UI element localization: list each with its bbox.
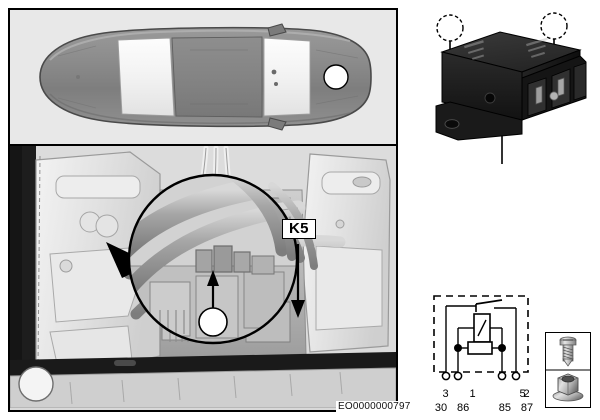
screw-head-body (559, 339, 577, 346)
right-fender-stamping-2 (315, 245, 383, 331)
bumper-ribs (69, 371, 343, 405)
headlamp-aim-marker (18, 366, 54, 402)
relay-terminal-stud (549, 91, 559, 101)
terminal-30: 30 (434, 402, 448, 414)
nut-icon (552, 373, 584, 402)
right-fender-stud (335, 219, 345, 229)
schematic-terminal-designation-row: 30 86 85 87 (430, 402, 538, 414)
pin-number-3: 2 (523, 388, 530, 400)
trunk-seam-top (57, 45, 97, 57)
fastener-illustration (546, 336, 590, 402)
door-handle-b (274, 82, 278, 86)
relay-cavity-3 (573, 62, 587, 101)
fender-fold-line (37, 155, 41, 367)
trunk-seam-bottom (57, 97, 97, 109)
relay-mounting-hole (444, 119, 460, 129)
component-callout-k5: K5 (282, 219, 316, 239)
engine-bay-illustration (10, 146, 396, 408)
fender-stud (59, 259, 73, 273)
mag-hose-3 (229, 175, 289, 257)
terminal-85: 85 (498, 402, 511, 414)
relay-blade-2 (557, 77, 565, 97)
terminal-86: 86 (457, 402, 470, 414)
pin-number-1: 3 (442, 388, 449, 400)
hood-seam-top (315, 49, 359, 59)
mag-connector-2 (233, 251, 251, 273)
windshield (263, 37, 311, 117)
fender-hole-2 (95, 214, 119, 238)
relay-front-hole (484, 92, 496, 104)
screw-threads (562, 346, 574, 360)
engine-bay-panel (8, 146, 398, 412)
schematic-terminal-3 (441, 371, 451, 381)
car-body-lowlight (49, 93, 351, 125)
screw-tip (562, 358, 574, 367)
right-fender-hole (352, 176, 372, 188)
screw-icon (559, 336, 577, 367)
relay-callout-circle-1 (436, 14, 464, 42)
fastener-reference-panel (545, 332, 591, 408)
pin-number-4: 5 (519, 388, 526, 400)
schematic-switch-arm (475, 299, 503, 305)
relay-top-marking (464, 37, 548, 60)
bay-left-edge (10, 146, 22, 408)
mag-connector-3 (251, 255, 275, 275)
relay-schematic-diagram (433, 295, 529, 381)
relay-schematic-panel: 3 1 2 5 30 86 85 87 (428, 292, 536, 414)
car-roof (171, 36, 263, 118)
vehicle-overview-panel (8, 8, 398, 146)
hood-seam-bottom (315, 95, 359, 105)
front-bumper-panel (10, 367, 396, 408)
relay-illustration (435, 12, 587, 164)
nut-bore (561, 375, 575, 383)
document-id: EO0000000797 (336, 401, 413, 412)
rear-window (117, 37, 175, 117)
schematic-terminal-2 (497, 371, 507, 381)
door-handle-a (271, 69, 277, 75)
schematic-pin-number-row: 3 1 2 (432, 388, 540, 400)
mag-arrow-head (207, 270, 219, 286)
mag-reference-marker (198, 307, 228, 337)
schematic-coil (467, 341, 493, 355)
fender-stamping-1 (55, 175, 141, 199)
magnifier-content (129, 175, 297, 343)
schematic-pin-number-row-2: 5 (509, 388, 600, 400)
rear-emblem (76, 75, 80, 79)
vehicle-top-view-illustration (39, 23, 372, 131)
relay-blade-1 (535, 85, 543, 105)
mirror-left (267, 23, 287, 37)
crossmember-slot (114, 360, 136, 366)
mirror-right (267, 117, 287, 131)
relay-component-panel (428, 6, 594, 166)
schematic-terminal-5 (511, 371, 521, 381)
schematic-terminal-1 (453, 371, 463, 381)
schematic-armature-line (477, 319, 487, 337)
pin-number-2: 1 (469, 388, 476, 400)
relay-mounting-flange (435, 101, 523, 141)
vehicle-location-panel: K5 (8, 8, 398, 412)
car-body-highlight (49, 29, 351, 61)
component-location-marker (323, 64, 349, 90)
relay-callout-circle-2 (540, 12, 568, 40)
terminal-87: 87 (520, 402, 534, 414)
mag-relay-k5 (213, 245, 233, 273)
mag-connector-1 (195, 249, 213, 273)
schematic-enclosure (433, 295, 529, 373)
